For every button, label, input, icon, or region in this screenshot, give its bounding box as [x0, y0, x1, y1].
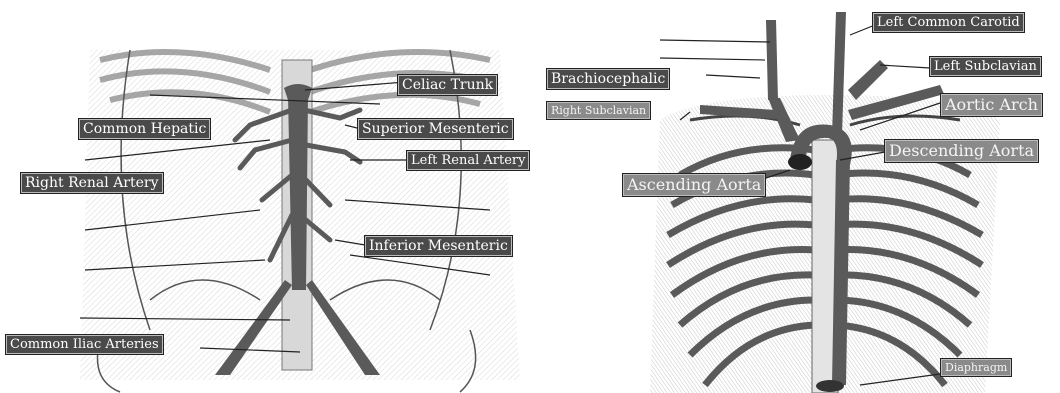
label-brachiocephalic: Brachiocephalic: [546, 68, 670, 90]
label-descending-aorta: Descending Aorta: [884, 139, 1039, 163]
label-common-iliac-arteries: Common Iliac Arteries: [5, 334, 164, 355]
label-left-renal-artery: Left Renal Artery: [406, 150, 530, 171]
aorta-top: [284, 84, 312, 100]
label-superior-mesenteric: Superior Mesenteric: [357, 118, 514, 140]
label-celiac-trunk: Celiac Trunk: [397, 74, 498, 96]
right-common-carotid-vessel: [766, 20, 778, 100]
label-left-subclavian: Left Subclavian: [929, 56, 1042, 77]
label-aortic-arch: Aortic Arch: [940, 93, 1043, 117]
diaphragm-marker: [816, 380, 844, 392]
ascending-aorta-vessel: [788, 154, 812, 170]
label-common-hepatic: Common Hepatic: [78, 118, 211, 140]
label-right-subclavian: Right Subclavian: [546, 101, 651, 120]
label-left-common-carotid: Left Common Carotid: [872, 12, 1025, 33]
label-diaphragm: Diaphragm: [940, 358, 1012, 377]
left-subclavian-vessel: [848, 60, 888, 100]
label-ascending-aorta: Ascending Aorta: [622, 173, 766, 197]
label-inferior-mesenteric: Inferior Mesenteric: [364, 235, 513, 257]
label-right-renal-artery: Right Renal Artery: [20, 172, 164, 194]
